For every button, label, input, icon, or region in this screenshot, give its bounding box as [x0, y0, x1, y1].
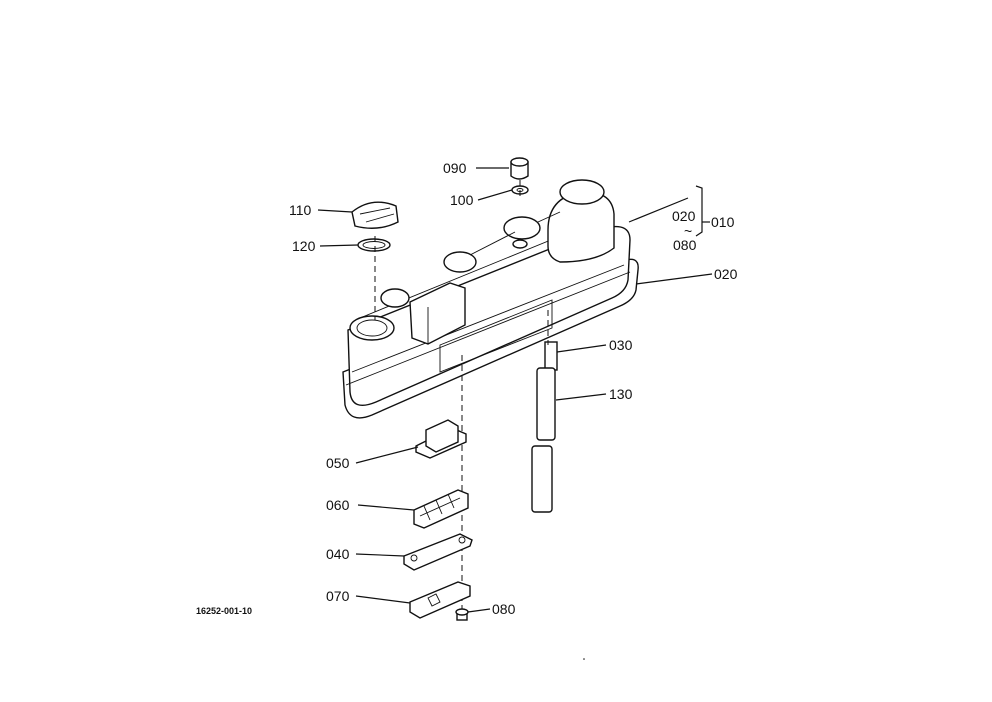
callout-060: 060 — [326, 497, 350, 513]
callout-010: 010 — [711, 214, 735, 230]
oil-filler-plug — [351, 201, 399, 229]
cover-boss-2 — [443, 251, 477, 273]
callout-120: 120 — [292, 238, 316, 254]
callout-100: 100 — [450, 192, 474, 208]
callout-110: 110 — [289, 202, 312, 218]
callout-090: 090 — [443, 160, 467, 176]
callout-020-range: 020 — [672, 208, 696, 224]
callout-050: 050 — [326, 455, 350, 471]
breather-tube-assembly — [531, 341, 558, 513]
bracket-plate — [409, 581, 471, 619]
breather-tube-lower — [531, 445, 553, 513]
callout-080-range: 080 — [673, 237, 697, 253]
callout-040: 040 — [326, 546, 350, 562]
screw — [455, 608, 469, 621]
grommet — [544, 341, 558, 371]
callout-030: 030 — [609, 337, 633, 353]
callout-020: 020 — [714, 266, 738, 282]
cap-nut — [510, 157, 529, 180]
stray-dot — [583, 658, 585, 660]
cover-boss-1 — [380, 288, 410, 308]
filter-element — [413, 489, 469, 529]
callout-080: 080 — [492, 601, 516, 617]
figure-code: 16252-001-10 — [196, 606, 252, 616]
head-cover-assembly — [342, 179, 639, 419]
cover-nut — [512, 239, 528, 249]
decompression-block — [409, 282, 466, 345]
separator-block — [415, 419, 467, 459]
breather-tube-upper — [536, 367, 556, 441]
callout-range-tilde: ~ — [684, 223, 692, 239]
callout-070: 070 — [326, 588, 350, 604]
cover-boss-3 — [503, 216, 541, 240]
callout-130: 130 — [609, 386, 633, 402]
baffle-plate — [403, 533, 473, 571]
head-cover-body — [347, 225, 631, 406]
oil-filler-neck — [349, 315, 395, 341]
leader-lines — [317, 167, 713, 613]
name-plate — [439, 299, 553, 373]
